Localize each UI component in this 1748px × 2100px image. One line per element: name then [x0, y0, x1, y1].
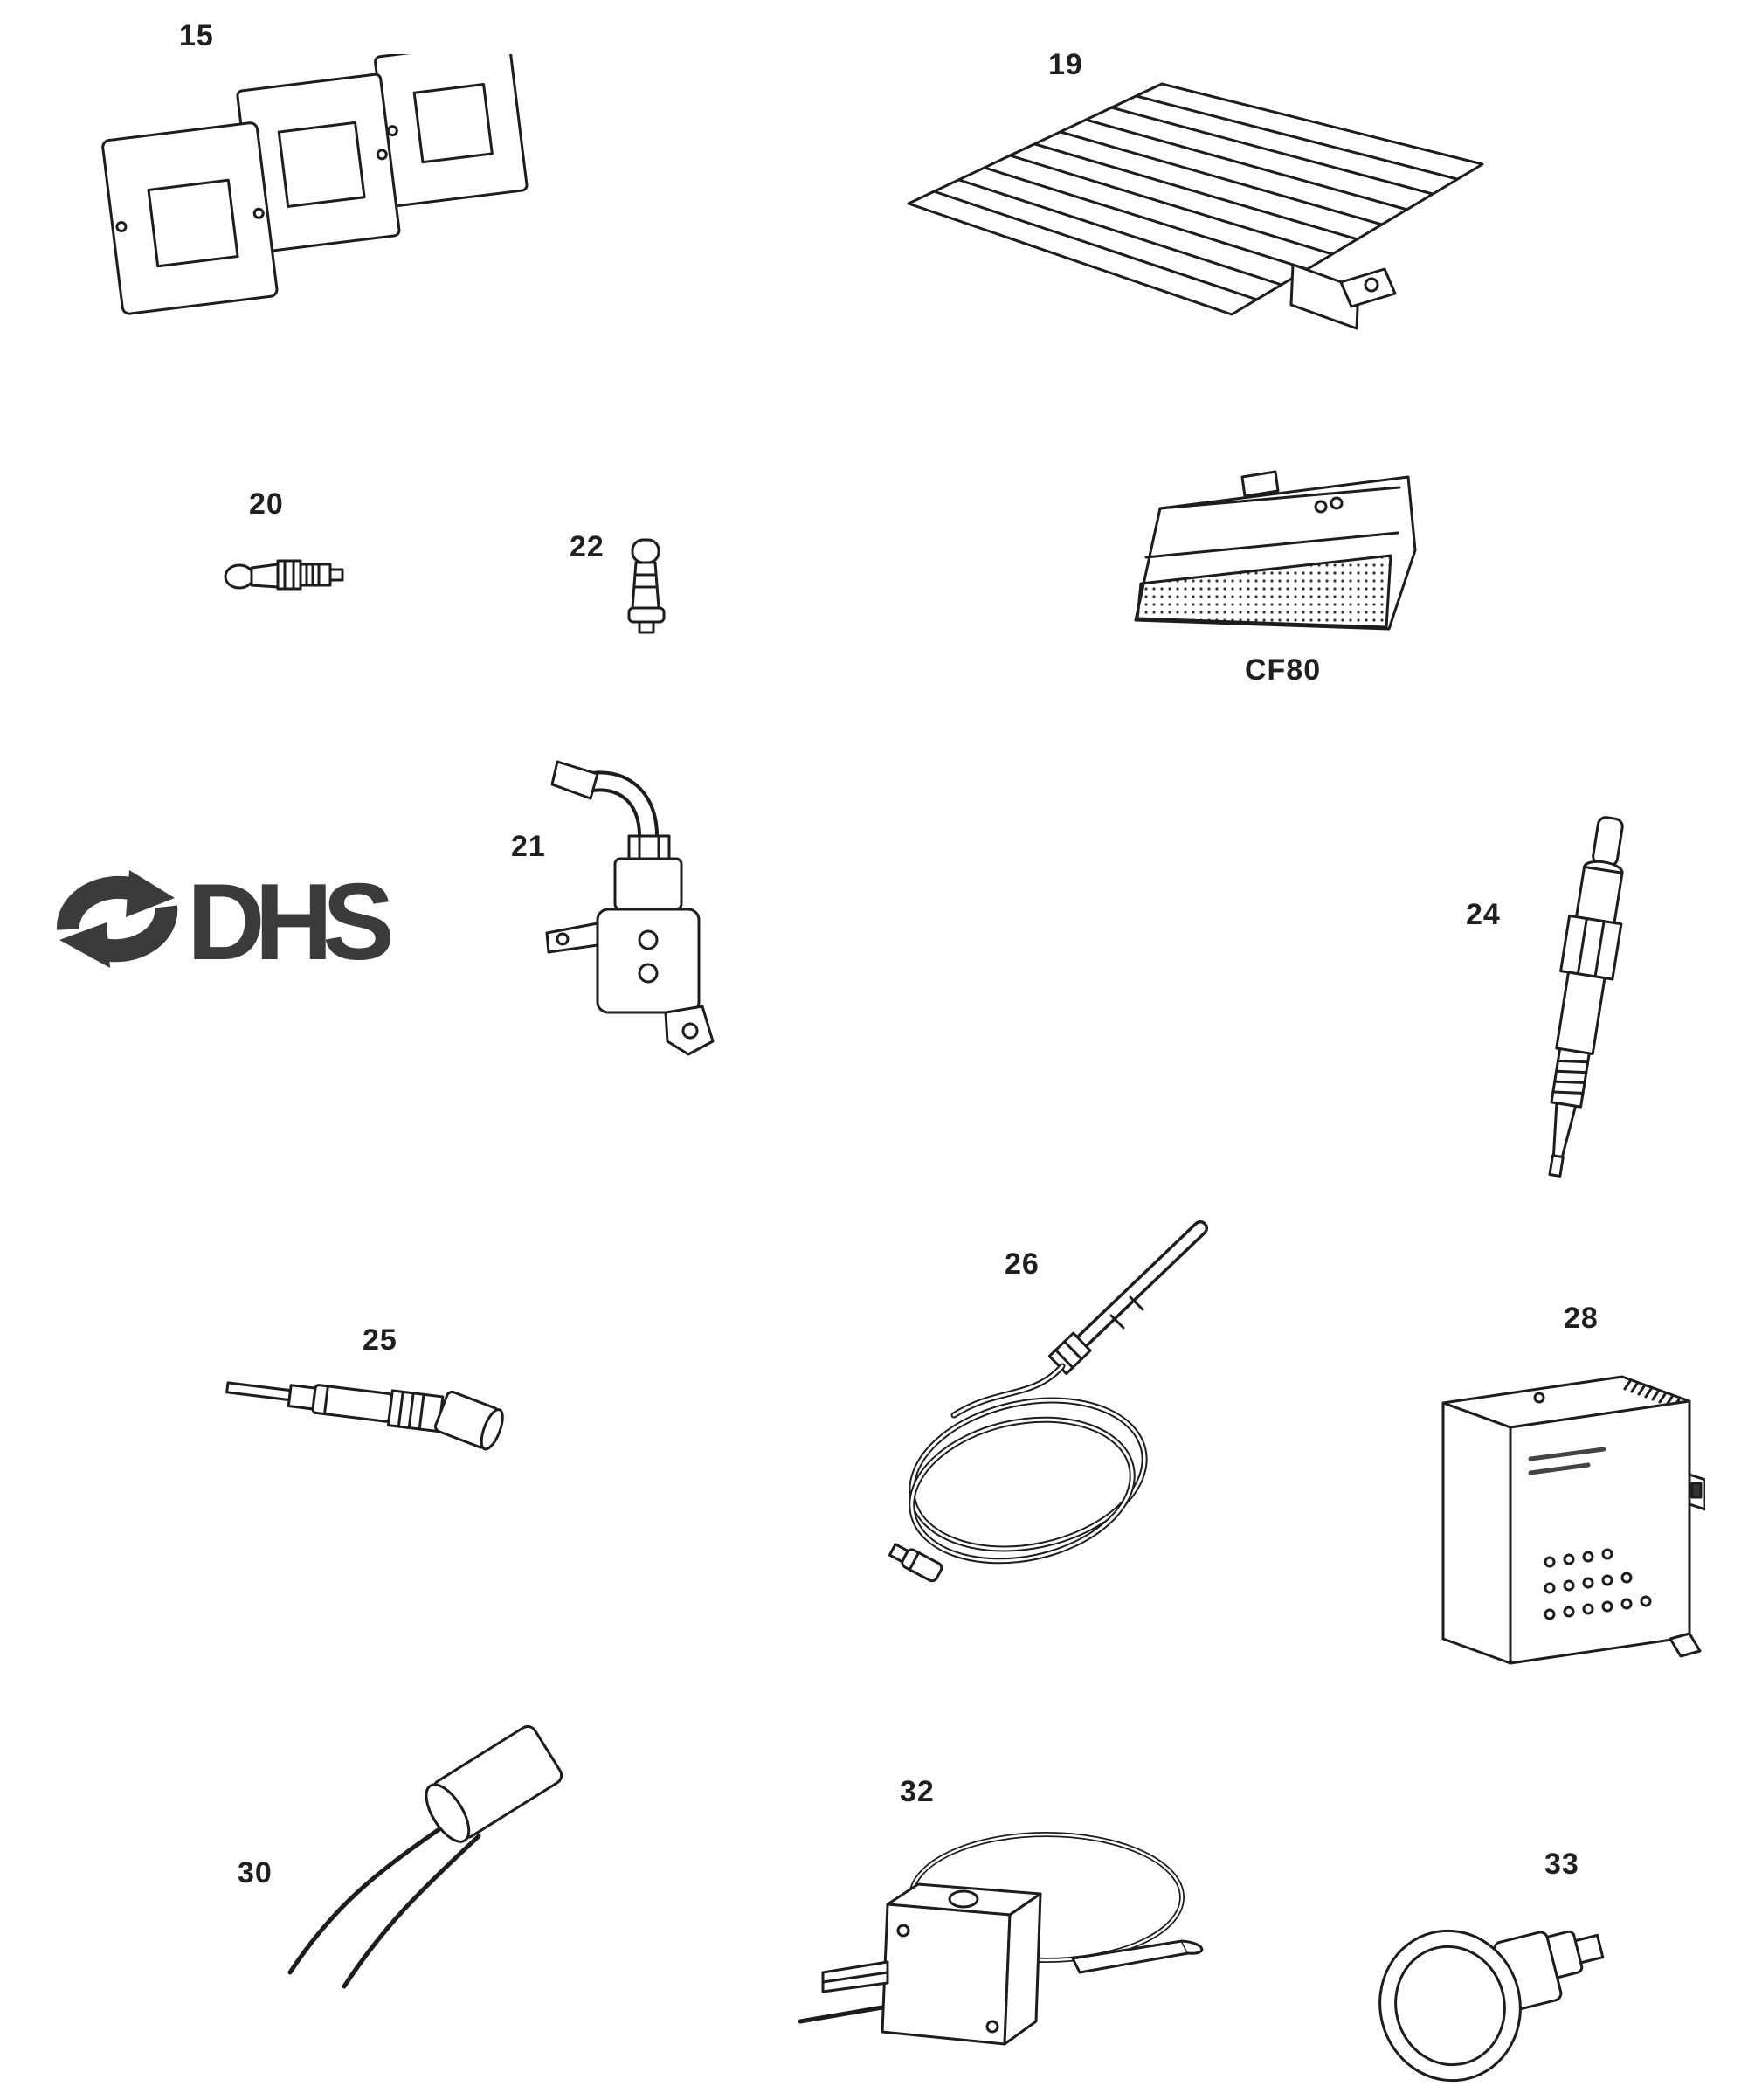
part-cf80-illustration: [1120, 452, 1426, 653]
part-22-illustration: [610, 535, 688, 639]
glow-plug-drawing: [1548, 816, 1624, 1178]
part-30-illustration: [260, 1714, 592, 1993]
control-knob-drawing: [1378, 1929, 1605, 2083]
part-32-label: 32: [900, 1775, 935, 1808]
dhs-logo: DHS: [42, 849, 453, 989]
dhs-logo-drawing: DHS: [56, 862, 401, 983]
part-25-label: 25: [363, 1323, 397, 1357]
part-24-illustration: [1496, 811, 1670, 1186]
thermostat-drawing: [798, 1832, 1204, 2046]
part-32-illustration: [784, 1801, 1221, 2072]
part-20-label: 20: [249, 487, 284, 521]
part-19-illustration: [895, 59, 1498, 356]
thermocouple-drawing: [888, 1220, 1208, 1583]
part-19-label: 19: [1048, 48, 1083, 81]
part-21-label: 21: [511, 830, 546, 863]
part-24-label: 24: [1466, 898, 1501, 931]
electrode-drawing: [225, 1381, 504, 1451]
injector-drawing: [627, 538, 666, 634]
part-25-illustration: [220, 1352, 535, 1475]
dhs-logo-text: DHS: [187, 862, 390, 983]
gasket-plate-set-drawing: [101, 54, 529, 315]
sensor-probe-drawing: [287, 1724, 563, 1989]
part-26-illustration: [849, 1212, 1225, 1623]
part-22-label: 22: [570, 530, 605, 563]
part-30-label: 30: [238, 1856, 273, 1889]
pilot-assembly-drawing: [545, 760, 715, 1056]
part-21-illustration: [517, 753, 727, 1059]
burner-grid-drawing: [907, 82, 1484, 330]
part-cf80-label: CF80: [1245, 653, 1322, 687]
part-15-label: 15: [179, 19, 214, 52]
part-26-label: 26: [1005, 1247, 1040, 1281]
pilot-bulb-drawing: [224, 559, 344, 591]
part-33-illustration: [1370, 1876, 1623, 2095]
part-28-label: 28: [1564, 1302, 1599, 1335]
part-28-illustration: [1417, 1344, 1705, 1684]
part-20-illustration: [220, 535, 360, 613]
part-15-illustration: [96, 54, 550, 342]
part-33-label: 33: [1544, 1848, 1579, 1881]
control-box-drawing: [1441, 1375, 1705, 1665]
burner-brick-drawing: [1134, 470, 1417, 631]
